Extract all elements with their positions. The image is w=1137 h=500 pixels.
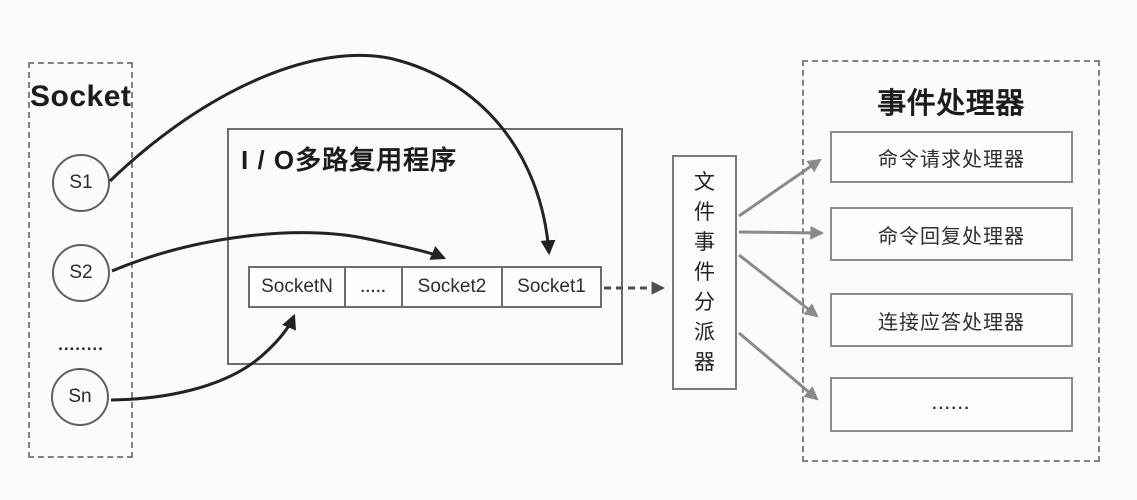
socket-panel-title: Socket	[30, 80, 132, 113]
file-event-dispatcher-label: 文件事件分派器	[694, 170, 715, 374]
socket-node-sn: Sn	[51, 368, 109, 426]
queue-cell-ellipsis: .....	[346, 266, 403, 308]
handler-connection-accept: 连接应答处理器	[830, 293, 1073, 347]
handler-command-reply: 命令回复处理器	[830, 207, 1073, 261]
handler-command-request: 命令请求处理器	[830, 131, 1073, 183]
socket-ellipsis: ........	[58, 335, 104, 354]
socket-queue: SocketN ..... Socket2 Socket1	[248, 266, 602, 308]
socket-node-s2-label: S2	[69, 262, 93, 283]
queue-cell-socketN: SocketN	[248, 266, 346, 308]
queue-cell-socket2: Socket2	[403, 266, 503, 308]
io-multiplexer-box: I / O多路复用程序	[227, 128, 623, 365]
socket-node-s1: S1	[52, 154, 110, 212]
socket-node-s2: S2	[52, 244, 110, 302]
socket-node-s1-label: S1	[69, 172, 93, 193]
queue-cell-socket1: Socket1	[503, 266, 602, 308]
io-multiplexer-title: I / O多路复用程序	[241, 145, 458, 175]
event-handlers-title: 事件处理器	[877, 88, 1025, 120]
handler-ellipsis: ......	[830, 377, 1073, 432]
socket-node-sn-label: Sn	[68, 386, 92, 407]
file-event-dispatcher: 文件事件分派器	[672, 155, 737, 390]
